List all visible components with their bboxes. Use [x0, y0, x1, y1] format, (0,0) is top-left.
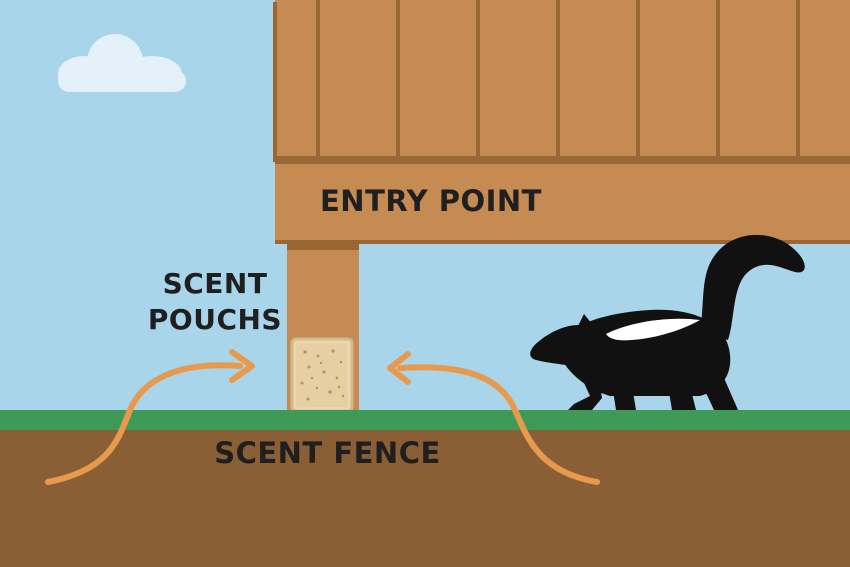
- arrow-icon: [387, 351, 600, 485]
- scent-pouch-icon: [290, 337, 354, 413]
- scent-pouches-label-line2: POUCHS: [147, 303, 283, 336]
- soil: [0, 430, 850, 567]
- scent-pouches-label: SCENT POUCHS: [140, 266, 290, 338]
- post-cap: [287, 244, 359, 250]
- deck-beam: [275, 164, 850, 242]
- arrow-icon: [45, 349, 255, 485]
- deck: [273, 0, 850, 412]
- scent-fence-label: SCENT FENCE: [214, 436, 441, 470]
- grass: [0, 410, 850, 430]
- skunk-icon: [530, 234, 805, 410]
- beam-shadow: [275, 156, 850, 164]
- entry-point-label: ENTRY POINT: [320, 184, 542, 218]
- cloud-icon: [58, 34, 186, 92]
- scent-pouches-label-line1: SCENT: [162, 267, 268, 300]
